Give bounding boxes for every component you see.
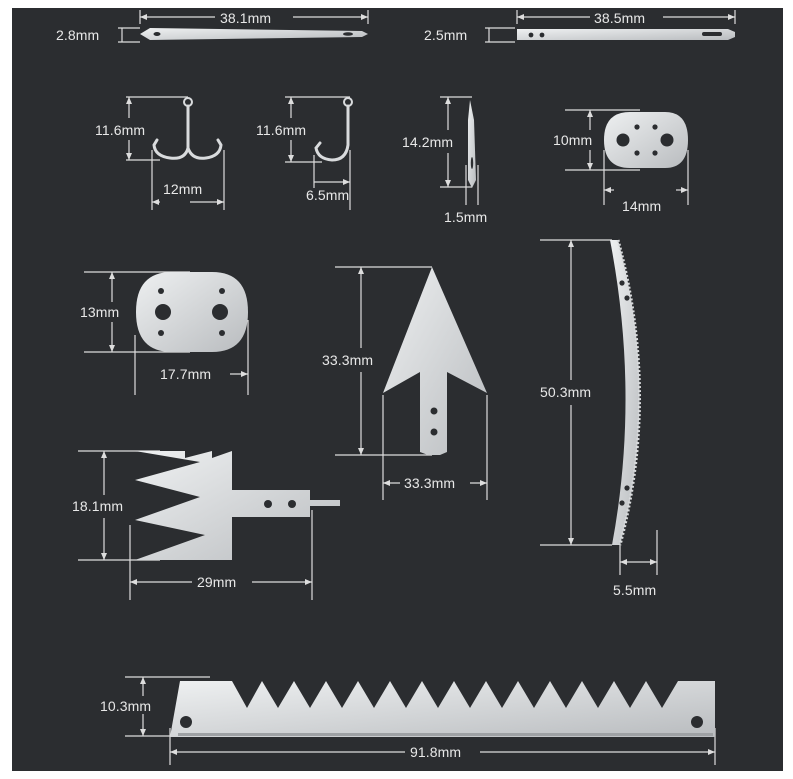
sewing-needle-2 xyxy=(517,29,735,40)
curved-saw-length-label: 50.3mm xyxy=(540,384,592,400)
needle-1-width-label: 2.8mm xyxy=(56,27,100,43)
thin-needle-height-label: 14.2mm xyxy=(402,134,454,150)
arrowhead-height-label: 33.3mm xyxy=(322,352,374,368)
spear-blade xyxy=(135,451,340,560)
treble-hook-height-label: 11.6mm xyxy=(95,122,146,138)
long-saw-height-label: 10.3mm xyxy=(100,698,152,714)
large-two-hole-plate xyxy=(136,272,248,352)
single-hook-width-label: 6.5mm xyxy=(306,187,350,203)
arrowhead-width-label: 33.3mm xyxy=(404,475,456,491)
treble-hook-width-label: 12mm xyxy=(163,181,203,197)
curved-saw-blade xyxy=(610,239,641,546)
dimension-arrowheads xyxy=(101,14,735,755)
long-saw-length-label: 91.8mm xyxy=(410,744,462,760)
thin-needle-width-label: 1.5mm xyxy=(444,209,488,225)
needle-2-length-label: 38.5mm xyxy=(594,10,646,26)
thin-needle xyxy=(468,100,476,188)
small-two-hole-plate xyxy=(604,112,688,168)
spear-width-label: 29mm xyxy=(197,574,237,590)
small-plate-height-label: 10mm xyxy=(553,132,593,148)
arrowhead-blade xyxy=(383,267,487,455)
single-fish-hook xyxy=(314,97,353,162)
large-plate-width-label: 17.7mm xyxy=(160,366,212,382)
needle-2-width-label: 2.5mm xyxy=(424,27,468,43)
spear-height-label: 18.1mm xyxy=(72,498,124,514)
treble-fish-hook xyxy=(152,97,223,160)
needle-1-length-label: 38.1mm xyxy=(220,10,272,26)
long-saw-blade xyxy=(170,681,715,737)
small-plate-width-label: 14mm xyxy=(622,198,662,214)
large-plate-height-label: 13mm xyxy=(80,304,120,320)
single-hook-height-label: 11.6mm xyxy=(256,122,307,138)
sewing-needle-1 xyxy=(140,28,368,40)
curved-saw-width-label: 5.5mm xyxy=(613,582,657,598)
